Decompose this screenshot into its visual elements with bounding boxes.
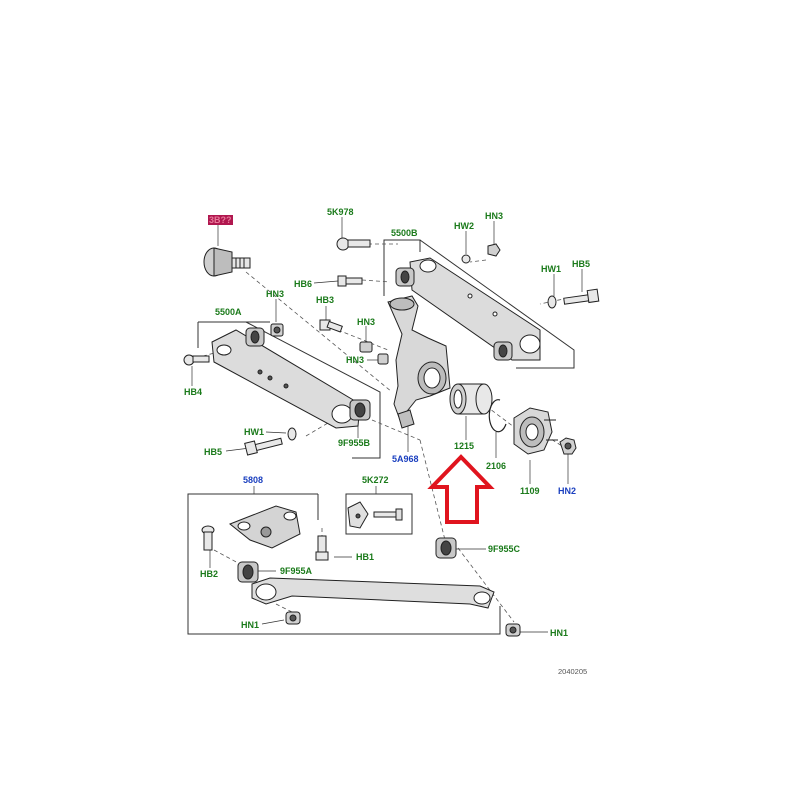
label-5K978[interactable]: 5K978 xyxy=(327,207,354,217)
hub-1109 xyxy=(513,407,558,455)
bush-5500B-left xyxy=(395,267,415,287)
bush-5500B-right xyxy=(493,341,513,361)
bush-5500A-left xyxy=(245,327,265,347)
label-hb6[interactable]: HB6 xyxy=(294,279,313,289)
label-5500A[interactable]: 5500A xyxy=(215,307,242,317)
upper-arm-5500B xyxy=(409,257,541,361)
label-hb5-low[interactable]: HB5 xyxy=(204,447,223,457)
label-5500B[interactable]: 5500B xyxy=(391,228,418,238)
lower-arm-5500A xyxy=(211,329,361,429)
nut-hn3-top xyxy=(487,243,501,257)
bolt-hb6 xyxy=(337,275,363,287)
label-hb5-top[interactable]: HB5 xyxy=(572,259,591,269)
bush-9F955A xyxy=(237,561,259,583)
red-arrow xyxy=(427,454,495,524)
label-9F955B[interactable]: 9F955B xyxy=(338,438,371,448)
bush-9F955C xyxy=(435,537,457,559)
label-hn1-right[interactable]: HN1 xyxy=(550,628,569,638)
label-hn3-top[interactable]: HN3 xyxy=(485,211,504,221)
label-hw1-low[interactable]: HW1 xyxy=(244,427,264,437)
label-hw2[interactable]: HW2 xyxy=(454,221,474,231)
bolt-5K978 xyxy=(336,237,371,251)
label-9F955A[interactable]: 9F955A xyxy=(280,566,313,576)
bolt-hb3 xyxy=(319,319,343,333)
leader-lines xyxy=(191,217,583,633)
subframe-box xyxy=(187,493,501,635)
nut-hn3-a xyxy=(270,323,284,337)
nut-hw2 xyxy=(461,254,471,264)
label-hw1-top[interactable]: HW1 xyxy=(541,264,561,274)
bolt-hb5-top xyxy=(563,288,600,305)
nut-hn3-c xyxy=(359,341,373,353)
bolt-hb1 xyxy=(315,535,329,561)
label-5K272[interactable]: 5K272 xyxy=(362,475,389,485)
washer-hw1-low xyxy=(287,427,297,441)
bracket-5K272 xyxy=(347,501,403,529)
label-hn3-b[interactable]: HN3 xyxy=(266,289,285,299)
bracket-box xyxy=(345,493,413,535)
nut-hn2 xyxy=(559,437,577,455)
label-hn1-left[interactable]: HN1 xyxy=(241,620,260,630)
wheel-bearing-1215 xyxy=(449,383,493,415)
label-5A968[interactable]: 5A968 xyxy=(392,454,419,464)
nut-hn1-left xyxy=(285,611,301,625)
label-1215[interactable]: 1215 xyxy=(454,441,475,451)
label-hb2[interactable]: HB2 xyxy=(200,569,219,579)
lower-arm-frame xyxy=(197,321,381,459)
bolt-hb5-low xyxy=(244,437,283,456)
washer-hw1-top xyxy=(547,295,557,309)
label-hn2[interactable]: HN2 xyxy=(558,486,577,496)
knuckle xyxy=(387,295,451,429)
label-hn3-d[interactable]: HN3 xyxy=(346,355,365,365)
label-hb3[interactable]: HB3 xyxy=(316,295,335,305)
label-hb4[interactable]: HB4 xyxy=(184,387,203,397)
label-hb1[interactable]: HB1 xyxy=(356,552,375,562)
lower-subframe-arm xyxy=(251,577,495,609)
label-5808[interactable]: 5808 xyxy=(243,475,264,485)
drive-shaft-joint xyxy=(203,247,251,277)
label-1109[interactable]: 1109 xyxy=(520,486,540,496)
bush-9F955B xyxy=(349,399,371,421)
upper-arm-frame xyxy=(383,239,575,369)
diagram-reference-code: 2040205 xyxy=(558,667,588,676)
nut-hn1-right xyxy=(505,623,521,637)
label-9F955C[interactable]: 9F955C xyxy=(488,544,521,554)
snap-ring-2106 xyxy=(488,399,507,433)
nut-hn3-d xyxy=(377,353,389,365)
label-2106[interactable]: 2106 xyxy=(486,461,507,471)
bolt-hb4 xyxy=(183,354,210,366)
mount-5808 xyxy=(229,505,301,549)
label-3B[interactable]: 3B?? xyxy=(208,215,233,225)
label-hn3-c[interactable]: HN3 xyxy=(357,317,376,327)
bolt-hb2 xyxy=(201,525,215,551)
